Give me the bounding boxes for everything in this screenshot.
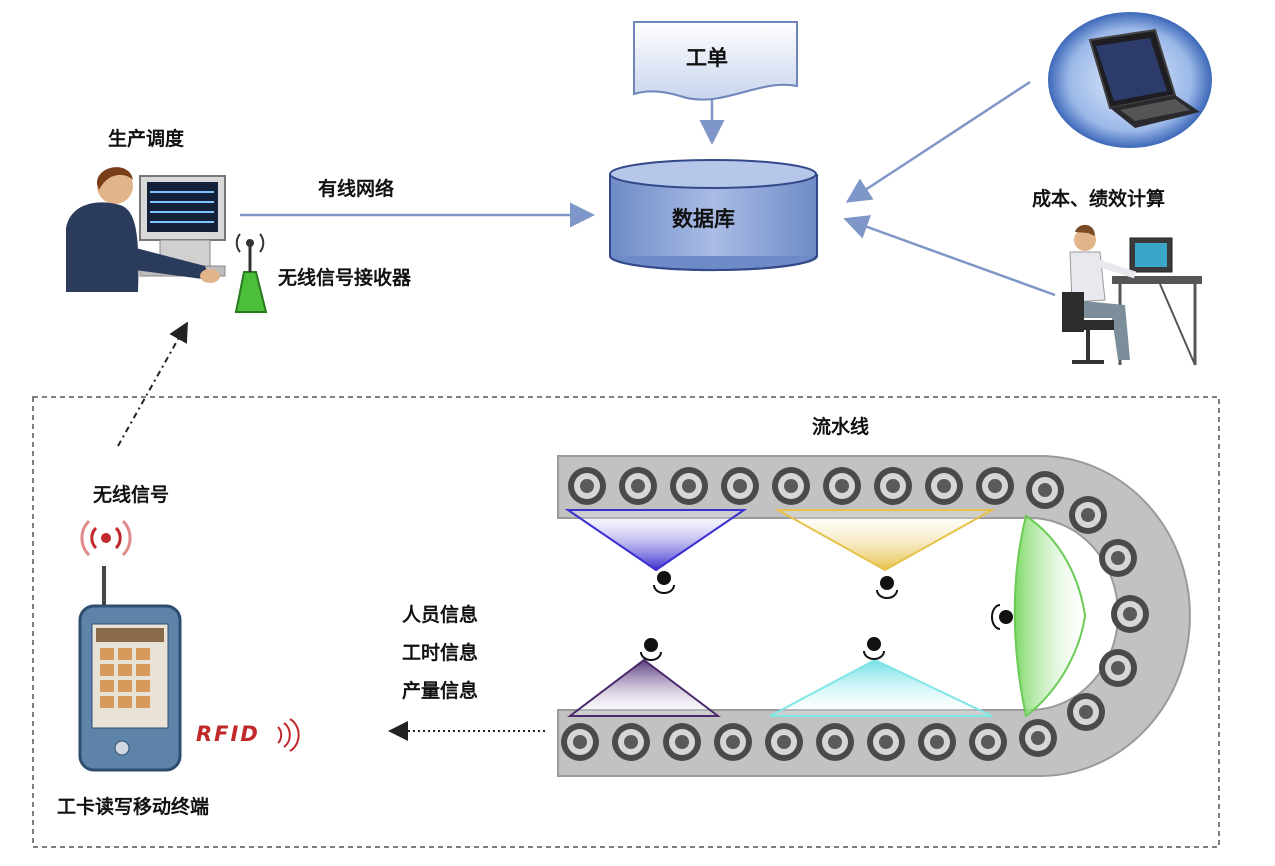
inspection-zone-cyan [769,658,993,717]
worker-icon [653,571,675,594]
conveyor-roller-hub [777,735,791,749]
cost-performance-label: 成本、绩效计算 [1032,188,1166,210]
wireless-receiver-icon [234,233,268,313]
conveyor-roller-hub [1081,508,1095,522]
conveyor-roller-hub [580,479,594,493]
dispatch-operator-icon [66,167,226,292]
wireless-signal-label: 无线信号 [93,484,170,506]
rfid-label: RFID [196,722,260,746]
conveyor-roller-hub [726,735,740,749]
wireless-signal-arrow [117,321,188,447]
inspection-zone-green [1013,514,1087,718]
conveyor-roller-hub [988,479,1002,493]
conveyor-roller-hub [573,735,587,749]
conveyor-roller-hub [682,479,696,493]
worker-icon [876,576,898,599]
conveyor-roller-hub [624,735,638,749]
conveyor-roller-hub [835,479,849,493]
worker-icon [991,604,1013,630]
work-order-label: 工单 [686,46,728,70]
assembly-line-label: 流水线 [812,416,870,438]
laptop-icon [1048,12,1212,148]
conveyor-roller-hub [1031,731,1045,745]
conveyor-roller-hub [733,479,747,493]
info-line-personnel: 人员信息 [402,604,479,626]
wired-network-label: 有线网络 [318,178,395,200]
conveyor-roller-hub [930,735,944,749]
database-label: 数据库 [672,207,735,231]
workstation-to-database-arrow [843,215,1056,297]
inspection-zone-yellow [774,509,996,572]
rfid-signal-icon [277,718,300,752]
conveyor-roller-hub [981,735,995,749]
conveyor-roller-hub [784,479,798,493]
wireless-signal-icon [80,519,132,557]
worker-icon [863,637,885,660]
conveyor-roller-hub [675,735,689,749]
info-line-work-hours: 工时信息 [402,642,479,664]
laptop-to-database-arrow [845,80,1031,203]
conveyor-roller-hub [886,479,900,493]
work-order-document-icon [633,21,798,101]
info-line-output: 产量信息 [402,680,479,702]
worker-icon [640,638,662,661]
inspection-zone-purple [567,658,721,717]
cost-workstation-person-icon [1062,224,1202,366]
conveyor-roller-hub [1079,705,1093,719]
handheld-terminal-icon [78,566,182,772]
assembly-area-boundary [32,396,1220,848]
production-dispatch-label: 生产调度 [108,128,185,150]
conveyor-roller-hub [937,479,951,493]
conveyor-roller-hub [1038,483,1052,497]
conveyor-track [557,455,1191,777]
inspection-zone-blue [564,509,748,572]
wireless-receiver-label: 无线信号接收器 [278,267,412,289]
conveyor-roller-hub [828,735,842,749]
terminal-label: 工卡读写移动终端 [57,796,210,818]
conveyor-roller-hub [631,479,645,493]
conveyor-roller-hub [1111,661,1125,675]
database-cylinder-icon [609,159,818,272]
conveyor-roller-hub [1123,607,1137,621]
conveyor-roller-hub [879,735,893,749]
conveyor-roller-hub [1111,551,1125,565]
